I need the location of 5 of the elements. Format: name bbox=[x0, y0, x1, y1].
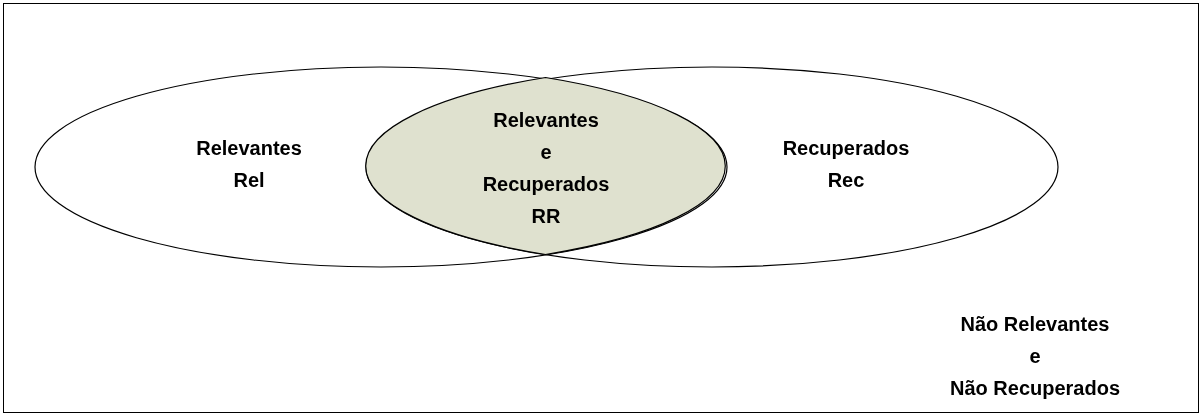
set-label: Recuperados Rec bbox=[782, 136, 910, 193]
universe-box bbox=[3, 3, 1199, 413]
set-label: Relevantes Rel bbox=[196, 136, 302, 193]
set-label: Relevantes e Recuperados RR bbox=[482, 108, 610, 229]
set-label: Não Relevantes e Não Recuperados bbox=[949, 312, 1121, 401]
